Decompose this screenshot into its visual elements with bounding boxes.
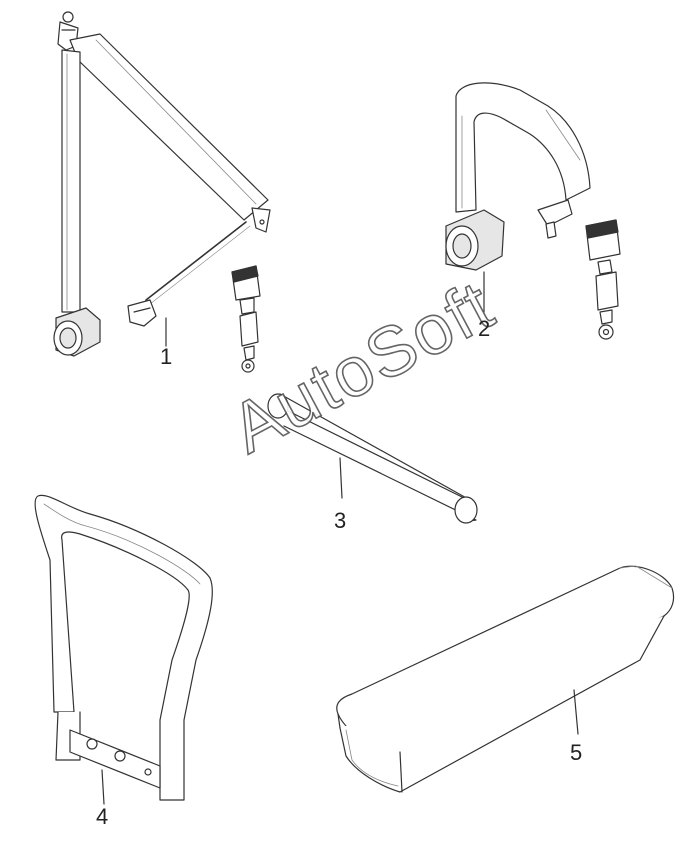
tongue-2 (537, 199, 573, 227)
retractor-2 (445, 209, 505, 271)
loop-webbing (455, 82, 591, 213)
seat-belt-three-point (53, 11, 271, 373)
cable (145, 221, 247, 301)
leader-line-5 (573, 689, 579, 735)
leader-line-3 (339, 457, 343, 499)
buckle-1 (231, 265, 261, 373)
leader-line-4 (101, 769, 105, 805)
vertical-webbing (61, 49, 81, 313)
grab-handle (34, 494, 213, 805)
callout-2: 2 (478, 316, 491, 341)
callout-4: 4 (96, 804, 109, 829)
callout-3: 3 (334, 508, 347, 533)
seat-belt-two-point (445, 82, 621, 340)
bar-tube (267, 393, 478, 524)
diagonal-webbing (69, 33, 269, 221)
callout-1: 1 (160, 344, 173, 369)
retractor-1 (53, 307, 101, 357)
callout-5: 5 (570, 740, 583, 765)
buckle-2 (585, 219, 621, 340)
armrest (336, 565, 675, 793)
tongue-1 (127, 299, 157, 327)
